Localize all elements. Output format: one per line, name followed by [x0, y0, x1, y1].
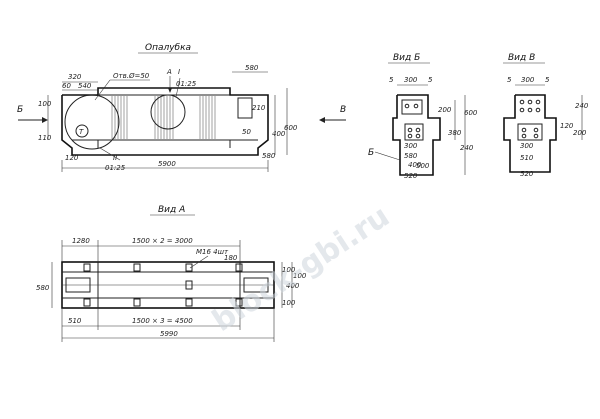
dim-320: 320	[68, 73, 82, 81]
view-v-title: Вид В	[508, 53, 535, 63]
detail-circle-1	[150, 94, 186, 130]
watermark: block-gbi.ru	[206, 199, 396, 339]
view-b-outline	[392, 94, 441, 176]
view-a-dim-180: 180	[224, 254, 238, 262]
view-b-dim-200: 200	[438, 106, 452, 114]
dim-580: 580	[245, 64, 259, 72]
view-v-dim-240: 240	[575, 102, 589, 110]
view-b: Вид Б 5 300 5 600 380 240 200 300 580 40…	[368, 53, 478, 180]
view-b-top-block	[401, 99, 423, 115]
beam-outline	[61, 87, 269, 156]
hatch-right	[199, 96, 216, 139]
view-a-dim-1280: 1280	[72, 237, 90, 245]
view-a-note-bolt: М16 4шт	[196, 248, 229, 256]
view-v-dim-510: 510	[520, 154, 534, 162]
view-v-outline	[503, 94, 557, 173]
marker-v: В	[340, 105, 346, 115]
hatch-middle	[154, 96, 174, 139]
view-v: Вид В 5 300 5 240 120 200 300 510 520	[503, 53, 589, 178]
view-b-label: Б	[368, 148, 374, 158]
section-1-scale: 01:25	[176, 80, 197, 88]
view-v-dim-200: 200	[573, 129, 587, 137]
section-1-label: I	[178, 68, 180, 76]
view-a-top-chain: 1500 × 2 = 3000	[132, 237, 193, 245]
view-a-dim-100b: 100	[282, 299, 296, 307]
hatch-left	[111, 96, 128, 139]
view-v-dim-5b: 5	[545, 76, 550, 84]
view-b-dim-380: 380	[448, 129, 462, 137]
view-a-dim-510: 510	[68, 317, 82, 325]
dim-540: 540	[78, 82, 92, 90]
view-v-dim-5: 5	[507, 76, 512, 84]
dim-580b: 580	[262, 152, 276, 160]
view-b-dim-240: 240	[460, 144, 474, 152]
dim-5900: 5900	[158, 160, 176, 168]
dim-120: 120	[65, 154, 79, 162]
view-v-dim-120: 120	[560, 122, 574, 130]
view-a-dim-5990: 5990	[160, 330, 178, 338]
view-v-dim-520: 520	[520, 170, 534, 178]
hole-note: Отв.Ø=50	[113, 72, 150, 80]
view-b-dim-600: 600	[464, 109, 478, 117]
view-b-dim-300b: 300	[404, 142, 418, 150]
view-b-dim-5: 5	[389, 76, 394, 84]
dim-210: 210	[252, 104, 266, 112]
dim-400: 400	[272, 130, 286, 138]
dim-50: 50	[242, 128, 251, 136]
view-a-ref: А	[166, 68, 172, 76]
detail-circle-2	[64, 94, 120, 150]
view-a-dim-100c: 100	[293, 272, 307, 280]
formwork-title: Опалубка	[145, 43, 191, 53]
marker-b: Б	[17, 105, 23, 115]
view-b-dim-300: 300	[404, 76, 418, 84]
dim-110: 110	[38, 134, 52, 142]
dim-600: 600	[284, 124, 298, 132]
view-b-dim-500: 500	[416, 162, 430, 170]
view-a-dim-580: 580	[36, 284, 50, 292]
view-a-bottom-chain: 1500 × 3 = 4500	[132, 317, 193, 325]
view-b-dim-580: 580	[404, 152, 418, 160]
t-mark: T	[79, 128, 84, 136]
formwork-view: Опалубка T	[17, 43, 346, 172]
view-b-dim-5b: 5	[428, 76, 433, 84]
t-mark-circle	[75, 124, 89, 138]
section-2-label: II	[113, 154, 117, 162]
view-v-dim-300: 300	[521, 76, 535, 84]
view-a-dim-400: 400	[286, 282, 300, 290]
end-block-right	[237, 97, 253, 119]
view-v-dim-300b: 300	[520, 142, 534, 150]
dim-100: 100	[38, 100, 52, 108]
view-a-title: Вид А	[158, 205, 185, 215]
view-b-dim-400: 400	[408, 161, 422, 169]
view-a: Вид А 1280 1500 × 2 = 3000 М16 4шт 180 1…	[36, 205, 307, 342]
view-b-title: Вид Б	[393, 53, 420, 63]
dim-60: 60	[62, 82, 71, 90]
view-b-dim-520: 520	[404, 172, 418, 180]
view-a-dim-100: 100	[282, 266, 296, 274]
